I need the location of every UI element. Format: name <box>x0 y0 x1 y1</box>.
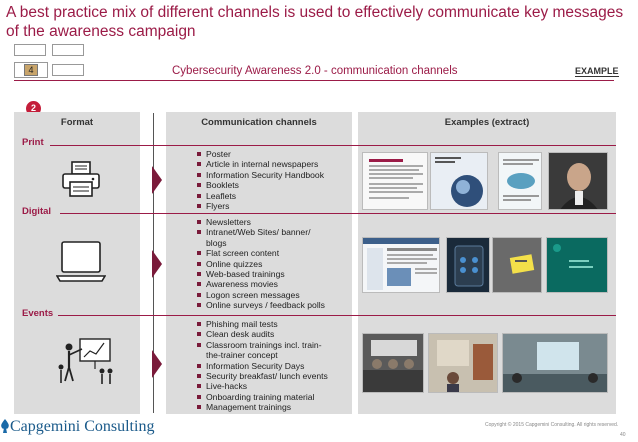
page-number: 40 <box>620 432 626 438</box>
nav-box[interactable] <box>52 64 84 76</box>
classroom-training-photo <box>362 333 424 393</box>
nav-box[interactable] <box>14 44 46 56</box>
print-list: Poster Article in internal newspapers In… <box>197 149 324 211</box>
intranet-thumbnail <box>362 237 440 293</box>
digital-list: Newsletters Intranet/Web Sites/ banner/ … <box>197 217 325 311</box>
security-day-photo <box>428 333 498 393</box>
list-item: Logon screen messages <box>197 290 325 300</box>
logon-screen-thumbnail <box>546 237 608 293</box>
list-item: Web-based trainings <box>197 269 325 279</box>
list-item: Clean desk audits <box>197 329 328 339</box>
subtitle: Cybersecurity Awareness 2.0 - communicat… <box>172 65 458 77</box>
leaflet-thumbnail <box>548 152 608 210</box>
list-item: Online surveys / feedback polls <box>197 300 325 310</box>
list-item: Article in internal newspapers <box>197 159 324 169</box>
list-item: Information Security Days <box>197 361 328 371</box>
arrow-icon <box>152 166 162 194</box>
list-item: Phishing mail tests <box>197 319 328 329</box>
printer-icon <box>62 161 100 197</box>
laptop-icon <box>56 241 106 282</box>
nav-box[interactable] <box>52 44 84 56</box>
capgemini-spade-icon <box>1 419 9 433</box>
company-logo: Capgemini Consulting <box>10 418 155 435</box>
list-item: Management trainings <box>197 402 328 412</box>
list-item: Security breakfast/ lunch events <box>197 371 328 381</box>
row-label-events: Events <box>22 308 54 319</box>
list-item: Newsletters <box>197 217 325 227</box>
arrow-icon <box>152 250 162 278</box>
presentation-icon <box>58 338 113 384</box>
list-item: Online quizzes <box>197 259 325 269</box>
list-item-continued: blogs <box>206 237 227 248</box>
example-tag: EXAMPLE <box>575 66 619 77</box>
poster-thumbnail <box>362 152 428 210</box>
list-item: Classroom trainings incl. train- <box>197 340 328 350</box>
live-hacking-photo <box>502 333 608 393</box>
list-item: Onboarding training material <box>197 392 328 402</box>
online-quiz-thumbnail <box>446 237 490 293</box>
slide-title: A best practice mix of different channel… <box>6 4 624 40</box>
row-divider <box>50 145 616 146</box>
row-label-print: Print <box>22 137 44 148</box>
nav-frame-active[interactable] <box>14 62 48 78</box>
list-item: Flat screen content <box>197 248 325 258</box>
header-examples: Examples (extract) <box>444 117 530 128</box>
list-item: Poster <box>197 149 324 159</box>
list-item: Flyers <box>197 201 324 211</box>
row-label-digital: Digital <box>22 206 52 217</box>
row-divider <box>58 315 616 316</box>
list-item-continued: the-trainer concept <box>206 350 278 361</box>
list-item: Awareness movies <box>197 279 325 289</box>
list-item: Leaflets <box>197 191 324 201</box>
header-channels: Communication channels <box>201 117 317 128</box>
arrow-icon <box>152 350 162 378</box>
nav-number: 4 <box>24 64 38 76</box>
list-item: Live-hacks <box>197 381 328 391</box>
events-list: Phishing mail tests Clean desk audits Cl… <box>197 319 328 413</box>
divider <box>14 80 614 81</box>
booklet-thumbnail <box>498 152 542 210</box>
copyright-notice: Copyright © 2015 Capgemini Consulting. A… <box>485 422 619 428</box>
header-format: Format <box>60 117 94 128</box>
awareness-movie-thumbnail <box>492 237 542 293</box>
handbook-thumbnail <box>430 152 488 210</box>
list-item: Information Security Handbook <box>197 170 324 180</box>
row-divider <box>60 213 616 214</box>
list-item: Booklets <box>197 180 324 190</box>
list-item: Intranet/Web Sites/ banner/ <box>197 227 325 237</box>
